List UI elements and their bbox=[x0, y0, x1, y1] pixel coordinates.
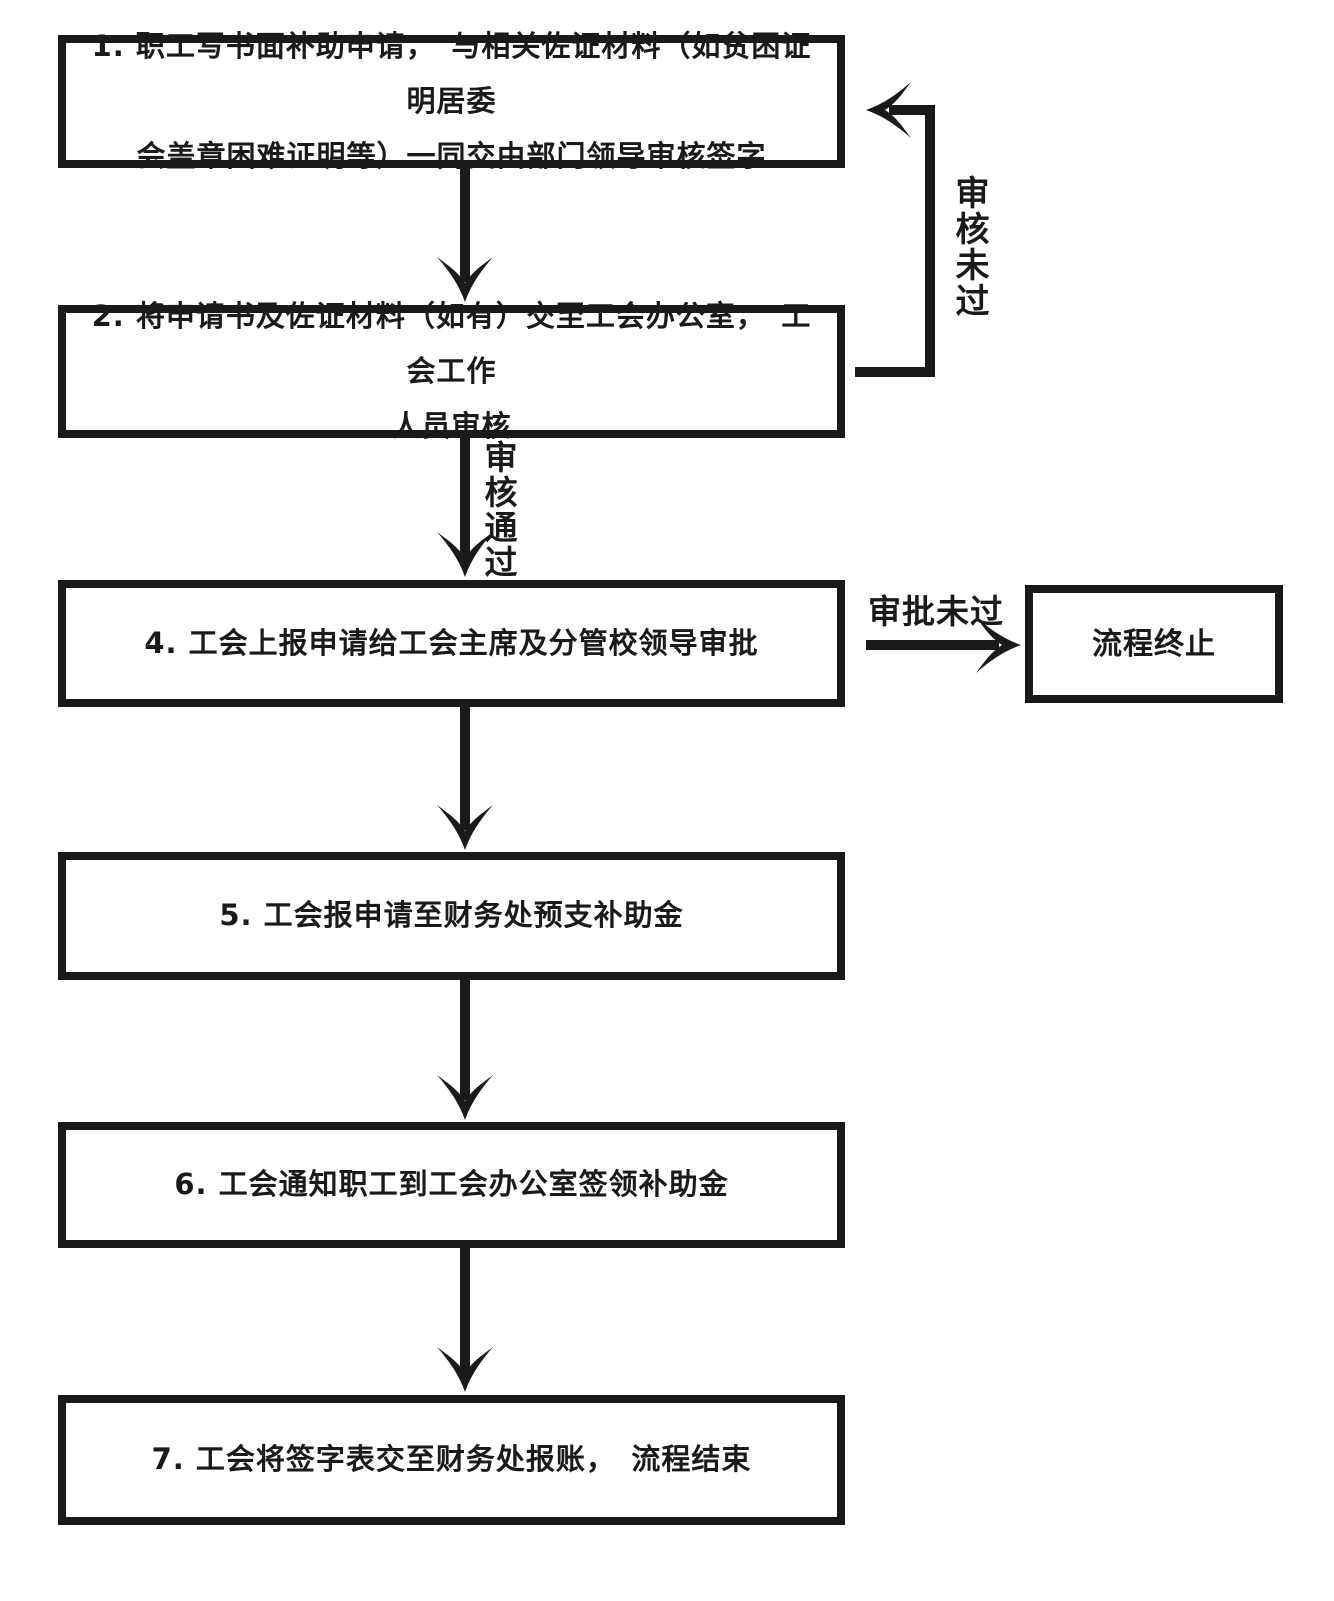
step1-text: 1. 职工写书面补助申请， 与相关佐证材料（如贫困证明居委 会盖章困难证明等）一… bbox=[91, 28, 812, 174]
step2-text: 2. 将申请书及佐证材料（如有）交至工会办公室， 工会工作 人员审核 bbox=[91, 298, 812, 444]
review-failed-label: 审核未过 bbox=[949, 175, 989, 319]
review-passed-label: 审核通过 bbox=[479, 440, 518, 580]
arrow-review-failed-loop bbox=[855, 105, 935, 377]
step5-box: 5. 工会报申请至财务处预支补助金 bbox=[58, 852, 845, 980]
terminate-text: 流程终止 bbox=[1092, 626, 1216, 662]
step4-box: 4. 工会上报申请给工会主席及分管校领导审批 bbox=[58, 580, 845, 707]
step2-box: 2. 将申请书及佐证材料（如有）交至工会办公室， 工会工作 人员审核 bbox=[58, 299, 845, 443]
step4-text: 4. 工会上报申请给工会主席及分管校领导审批 bbox=[144, 625, 759, 660]
terminate-box: 流程终止 bbox=[1025, 585, 1283, 703]
approval-failed-label: 审批未过 bbox=[868, 592, 1004, 631]
step5-text: 5. 工会报申请至财务处预支补助金 bbox=[219, 898, 684, 933]
step6-box: 6. 工会通知职工到工会办公室签领补助金 bbox=[58, 1122, 845, 1248]
step6-text: 6. 工会通知职工到工会办公室签领补助金 bbox=[174, 1167, 729, 1202]
step7-text: 7. 工会将签字表交至财务处报账， 流程结束 bbox=[151, 1442, 752, 1477]
step7-box: 7. 工会将签字表交至财务处报账， 流程结束 bbox=[58, 1395, 845, 1525]
step1-box: 1. 职工写书面补助申请， 与相关佐证材料（如贫困证明居委 会盖章困难证明等）一… bbox=[58, 29, 845, 173]
